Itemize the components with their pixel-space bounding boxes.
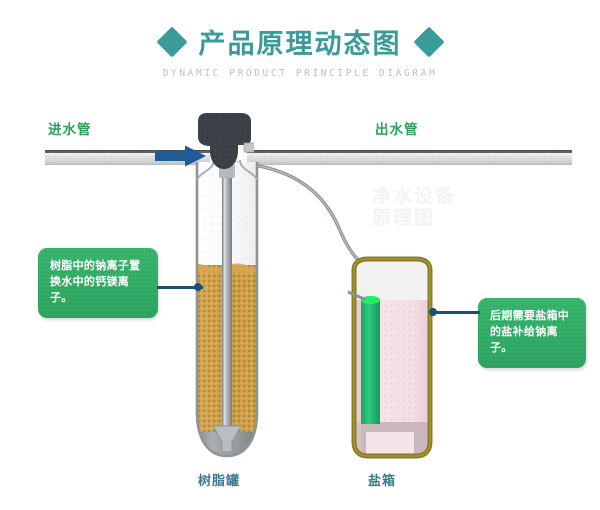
- salt-box: [348, 256, 433, 459]
- diamond-icon-right: [412, 25, 445, 58]
- callout-left: 树脂中的钠离子置换水中的钙镁离子。: [38, 248, 158, 318]
- callout-right-lead-line: [432, 311, 480, 314]
- resin-tank-caption: 树脂罐: [198, 473, 241, 488]
- title-main-text: 产品原理动态图: [198, 29, 402, 59]
- callout-left-lead-line: [157, 286, 203, 289]
- pipe-texture: [45, 154, 210, 163]
- inlet-pipe-label: 进水管: [48, 122, 92, 137]
- outlet-pipe: [247, 150, 572, 165]
- diamond-icon-left: [155, 25, 188, 58]
- outlet-pipe-label: 出水管: [375, 122, 419, 137]
- arrow-right-icon: [155, 145, 206, 167]
- callout-right-lead-dot: [429, 308, 437, 316]
- salt-box-caption: 盐箱: [368, 473, 397, 488]
- watermark-text: 净水设备原理图: [372, 186, 457, 229]
- callout-left-text: 树脂中的钠离子置换水中的钙镁离子。: [50, 260, 141, 304]
- resin-tank: [195, 160, 259, 458]
- callout-right: 后期需要盐箱中的盐补给钠离子。: [478, 298, 586, 368]
- control-valve-head: [198, 113, 254, 169]
- title-subtitle-text: DYNAMIC PRODUCT PRINCIPLE DIAGRAM: [162, 68, 438, 79]
- callout-right-text: 后期需要盐箱中的盐补给钠离子。: [490, 310, 570, 354]
- pipe-texture: [247, 154, 572, 163]
- page-title: 产品原理动态图 DYNAMIC PRODUCT PRINCIPLE DIAGRA…: [0, 22, 600, 79]
- callout-left-lead-dot: [194, 283, 202, 291]
